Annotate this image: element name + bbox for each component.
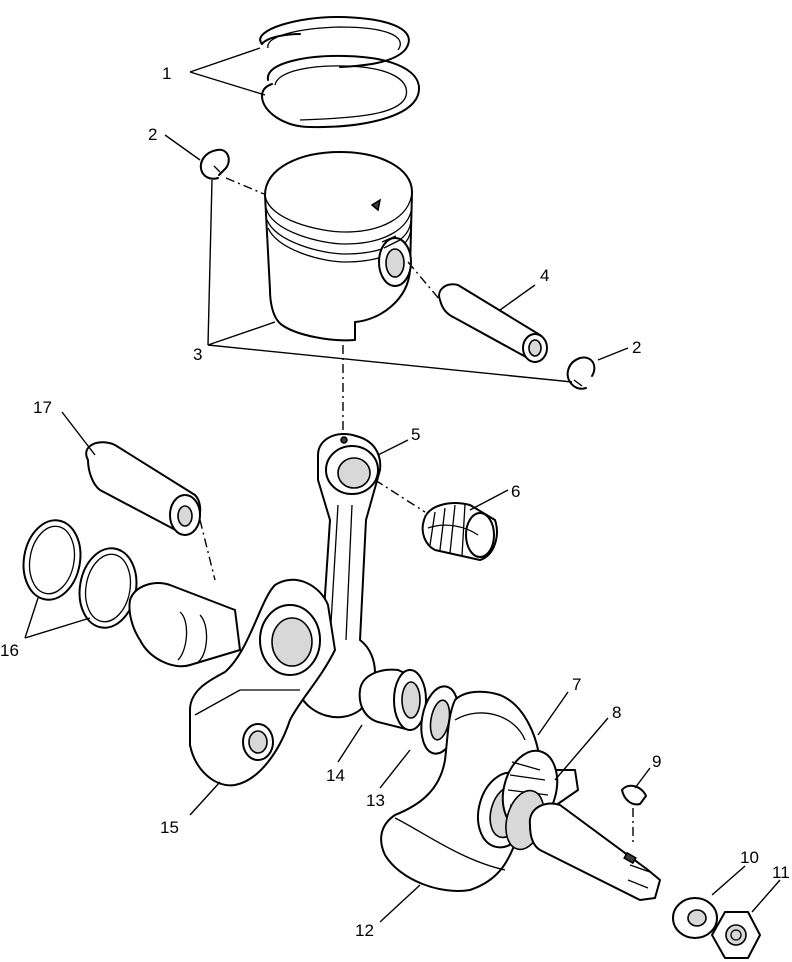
piston-pin-clip-right [566, 356, 596, 390]
callout-17: 17 [33, 398, 52, 417]
callout-7: 7 [572, 675, 581, 694]
callout-labels: 1 2 2 3 4 5 6 7 8 9 10 11 12 13 14 15 16… [0, 64, 790, 940]
callout-8: 8 [612, 703, 621, 722]
callout-2-left: 2 [148, 125, 157, 144]
callout-1: 1 [162, 64, 171, 83]
callout-13: 13 [366, 791, 385, 810]
callout-10: 10 [740, 848, 759, 867]
crankshaft-left-half [128, 578, 336, 787]
piston [264, 151, 413, 342]
callout-9: 9 [652, 752, 661, 771]
callout-11: 11 [772, 863, 790, 882]
callout-15: 15 [160, 818, 179, 837]
crankshaft-seal-rings [22, 519, 138, 629]
flat-washer [672, 897, 718, 939]
piston-ring-lower [261, 54, 420, 129]
callout-4: 4 [540, 266, 549, 285]
callout-16: 16 [0, 641, 19, 660]
callout-3: 3 [193, 345, 202, 364]
callout-6: 6 [511, 482, 520, 501]
piston-ring-upper [259, 15, 410, 68]
woodruff-key [621, 784, 647, 806]
callout-5: 5 [411, 425, 420, 444]
leader-lines [24, 47, 781, 923]
piston-pin-clip-left [199, 148, 230, 180]
callout-14: 14 [326, 766, 345, 785]
callout-2-right: 2 [632, 338, 641, 357]
crankshaft-taper [528, 802, 661, 901]
big-end-bearing [358, 668, 427, 731]
hex-nut [711, 911, 761, 959]
piston-pin [438, 283, 548, 363]
needle-bearing-small-end [421, 502, 498, 561]
crank-pin [85, 441, 202, 536]
callout-12: 12 [355, 921, 374, 940]
